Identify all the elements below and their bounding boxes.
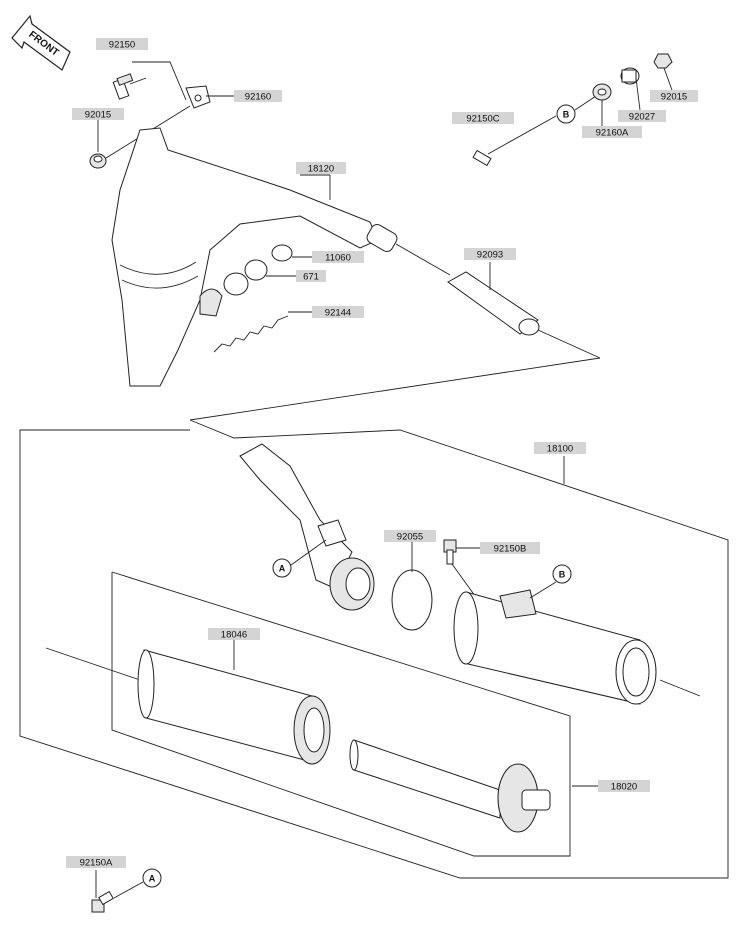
part-label: 18120 — [296, 162, 346, 175]
svg-text:92150: 92150 — [109, 40, 135, 51]
silencer-shell-icon — [453, 589, 657, 705]
sleeve-92093-icon — [447, 271, 540, 336]
part-label: 18046 — [208, 628, 260, 641]
silencer-assembly-frame — [19, 419, 729, 879]
svg-text:92055: 92055 — [397, 532, 423, 543]
svg-text:11060: 11060 — [325, 253, 351, 264]
callout-a2-icon — [142, 868, 162, 888]
expansion-chamber-icon — [111, 127, 398, 387]
silencer-inlet-pipe-icon — [239, 443, 375, 611]
svg-text:18046: 18046 — [221, 630, 247, 641]
bolt-92150-icon — [112, 73, 134, 100]
part-label: 92160A — [582, 126, 642, 139]
svg-text:92150B: 92150B — [494, 544, 527, 555]
svg-text:92027: 92027 — [629, 112, 655, 123]
gasket-671-icon — [223, 259, 268, 296]
part-label: 11060 — [312, 251, 364, 264]
part-label: 92027 — [618, 110, 666, 123]
bolt-92150a-icon — [91, 890, 114, 913]
bolt-92150c-icon — [472, 149, 492, 167]
callout-b-icon — [556, 104, 576, 124]
grommet-92160a-icon — [592, 83, 612, 101]
svg-text:92015: 92015 — [661, 92, 687, 103]
part-label: 92093 — [464, 248, 516, 261]
silencer-packing-18046-icon — [137, 649, 331, 765]
svg-text:92150A: 92150A — [80, 858, 113, 869]
part-label: 18100 — [534, 442, 586, 455]
part-label: 92160 — [234, 90, 282, 103]
part-label: 92150C — [452, 112, 514, 125]
svg-text:92093: 92093 — [477, 250, 503, 261]
o-ring-11060-icon — [271, 244, 293, 262]
part-label: 18020 — [598, 780, 650, 793]
callout-a-icon — [272, 558, 292, 578]
nut-92015b-icon — [653, 53, 673, 69]
collar-92027-icon — [620, 67, 640, 85]
svg-text:A: A — [149, 874, 156, 884]
svg-text:671: 671 — [303, 272, 319, 283]
svg-text:92150C: 92150C — [466, 114, 499, 125]
gasket-92055-icon — [391, 569, 433, 631]
part-label: 92150 — [96, 38, 148, 51]
part-label: 92015 — [72, 108, 124, 121]
part-label: 92150B — [480, 542, 540, 555]
svg-text:A: A — [279, 564, 286, 574]
part-label: 92144 — [312, 306, 364, 319]
svg-text:B: B — [559, 570, 566, 580]
svg-text:92160A: 92160A — [596, 128, 629, 139]
part-label: 92055 — [384, 530, 436, 543]
svg-text:92015: 92015 — [85, 110, 111, 121]
svg-text:18020: 18020 — [611, 782, 637, 793]
nut-92015-icon — [89, 153, 107, 169]
bolt-92150b-icon — [443, 539, 457, 565]
svg-text:B: B — [563, 110, 570, 120]
clamp-92160-icon — [185, 85, 211, 109]
part-label: 92015 — [650, 90, 698, 103]
part-label: 671 — [296, 270, 326, 283]
svg-text:18120: 18120 — [308, 164, 334, 175]
front-arrow-icon: FRONT — [11, 14, 71, 71]
part-label: 92150A — [66, 856, 126, 869]
spring-92144-icon — [213, 315, 289, 353]
svg-text:92160: 92160 — [245, 92, 271, 103]
silencer-core-18020-icon — [349, 739, 551, 833]
callout-b2-icon — [552, 564, 572, 584]
svg-text:92144: 92144 — [325, 308, 351, 319]
svg-text:18100: 18100 — [547, 444, 573, 455]
